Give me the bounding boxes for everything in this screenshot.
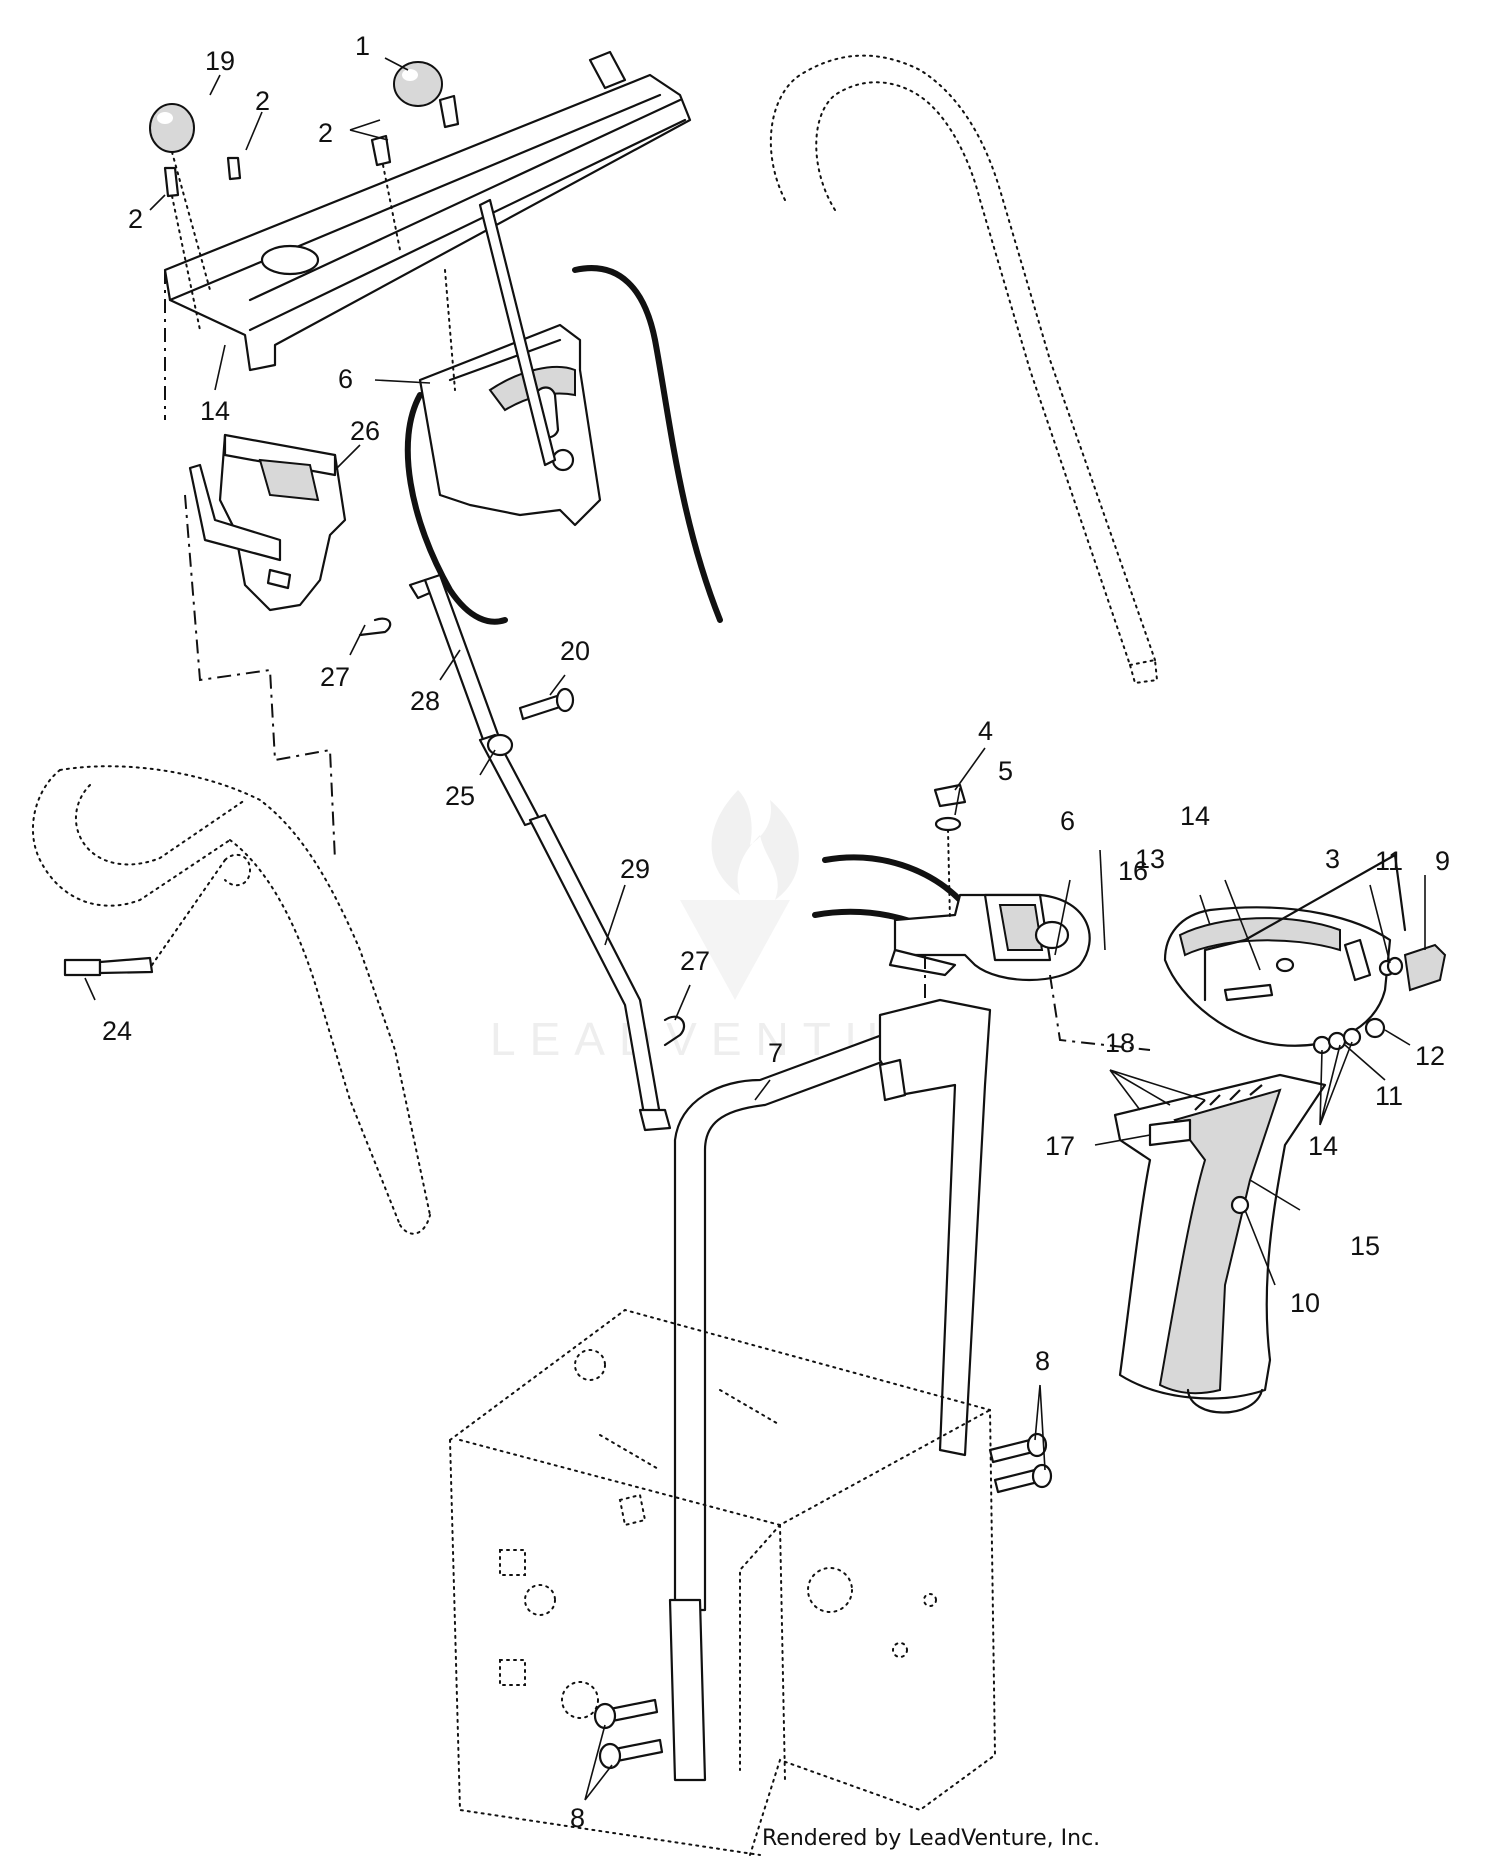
bolts-8 xyxy=(593,1432,1053,1770)
callout-7: 7 xyxy=(768,1038,783,1068)
chute-hardware xyxy=(1312,943,1447,1055)
callout-8-right: 8 xyxy=(1035,1346,1050,1376)
control-panel xyxy=(163,50,692,420)
callout-27-lower: 27 xyxy=(680,946,710,976)
chute-crank-bracket xyxy=(184,433,347,861)
bolt-20 xyxy=(518,687,575,721)
callout-12: 12 xyxy=(1415,1041,1445,1071)
callout-19: 19 xyxy=(205,46,235,76)
callout-10: 10 xyxy=(1290,1288,1320,1318)
callout-11-upper: 11 xyxy=(1375,846,1403,876)
callout-5: 5 xyxy=(998,756,1013,786)
callout-6-lower: 6 xyxy=(1060,806,1075,836)
callout-24: 24 xyxy=(102,1016,132,1046)
handle-bracket xyxy=(668,998,992,1782)
cotter-pin-upper xyxy=(358,617,392,637)
callout-27-upper: 27 xyxy=(320,662,350,692)
leader-lines xyxy=(84,57,1426,1801)
callout-14-lower: 14 xyxy=(1308,1131,1338,1161)
crank-rod-assembly xyxy=(408,573,686,1132)
callout-14-upper: 14 xyxy=(200,396,230,426)
callout-13: 13 xyxy=(1135,844,1165,874)
discharge-chute xyxy=(1113,1073,1327,1414)
callout-26: 26 xyxy=(350,416,380,446)
callout-6-upper: 6 xyxy=(338,364,353,394)
callout-18: 18 xyxy=(1105,1028,1135,1058)
callout-2-right: 2 xyxy=(255,86,270,116)
callout-16: 16 xyxy=(1118,856,1148,886)
callout-11-lower: 11 xyxy=(1375,1081,1403,1111)
chute-control-gauge-top xyxy=(404,198,723,625)
render-credit: Rendered by LeadVenture, Inc. xyxy=(762,1826,1100,1851)
upper-handle-right xyxy=(769,54,1159,685)
callout-25: 25 xyxy=(445,781,475,811)
callout-17: 17 xyxy=(1045,1131,1075,1161)
chute-deflector xyxy=(1163,853,1407,1047)
callout-3: 3 xyxy=(1325,844,1340,874)
auger-housing xyxy=(449,1308,997,1856)
callout-28: 28 xyxy=(410,686,440,716)
callout-1: 1 xyxy=(355,31,370,61)
watermark-logo xyxy=(680,790,799,1000)
knob-19 xyxy=(149,103,211,291)
callout-9: 9 xyxy=(1435,846,1450,876)
bolt-24 xyxy=(63,859,226,977)
callout-2-left: 2 xyxy=(128,204,143,234)
callout-2-top: 2 xyxy=(318,118,333,148)
lower-handle-left xyxy=(32,765,431,1235)
chute-gauge-base xyxy=(812,783,1151,1051)
callout-8-lower: 8 xyxy=(570,1803,585,1833)
callout-15: 15 xyxy=(1350,1231,1380,1261)
callout-14-right: 14 xyxy=(1180,801,1210,831)
callout-20: 20 xyxy=(560,636,590,666)
callout-labels: 1 2 2 2 19 6 14 26 27 28 20 25 29 27 24 … xyxy=(102,31,1450,1833)
screws-2 xyxy=(163,94,460,331)
knob-1 xyxy=(393,61,443,107)
callout-4: 4 xyxy=(978,716,993,746)
callout-29: 29 xyxy=(620,854,650,884)
